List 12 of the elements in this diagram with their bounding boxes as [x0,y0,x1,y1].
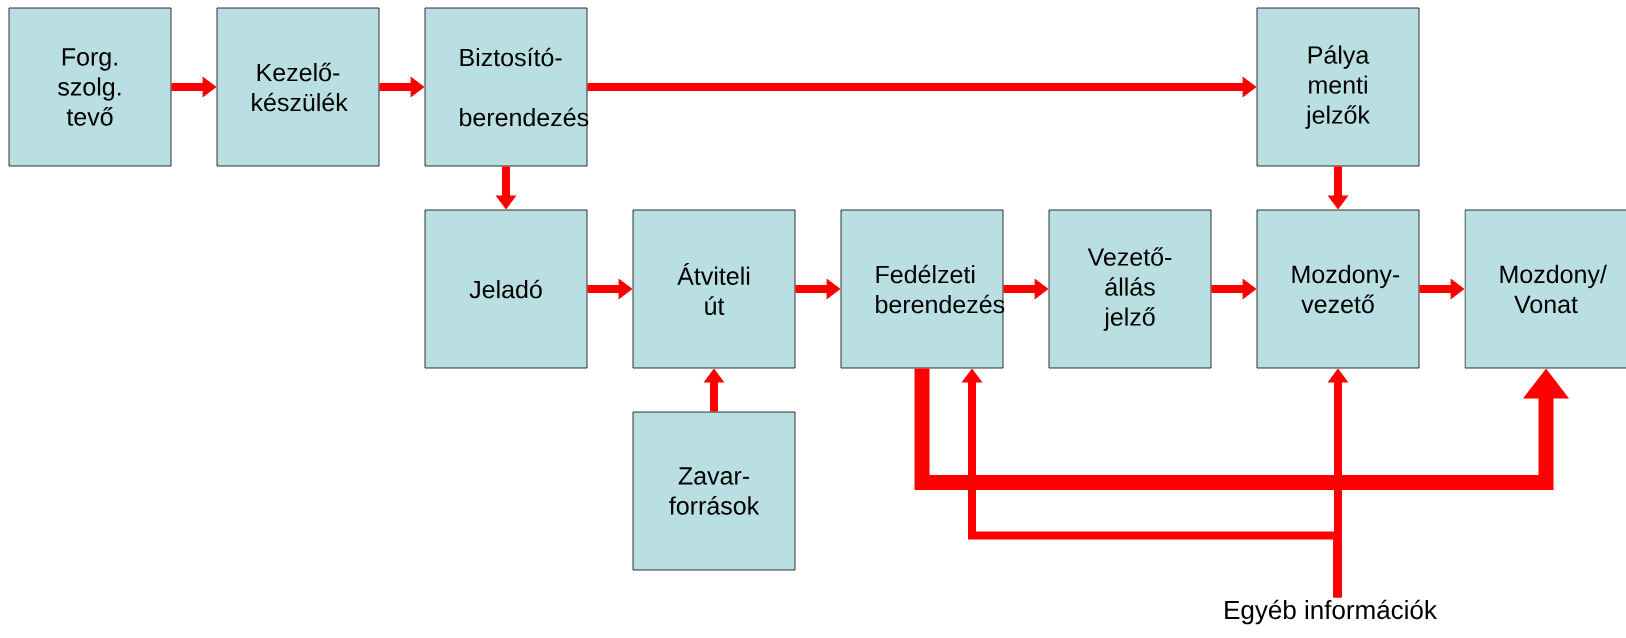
process-box: Mozdony/ Vonat [1464,209,1626,369]
input-label: Egyéb információk [1225,599,1437,625]
process-box: Forg. szolg. tevő [8,7,172,167]
process-box: Zavar- források [632,411,796,571]
process-box: Kezelő- készülék [216,7,380,167]
process-box: Vezető- állás jelző [1048,209,1212,369]
process-box: Átviteli út [632,209,796,369]
process-box: Mozdony- vezető [1256,209,1420,369]
process-box: Fedélzeti berendezés [840,209,1005,369]
process-box: Pálya menti jelzők [1256,7,1420,167]
process-box: Jeladó [424,209,588,369]
process-box: Biztosító- berendezés [424,7,589,167]
